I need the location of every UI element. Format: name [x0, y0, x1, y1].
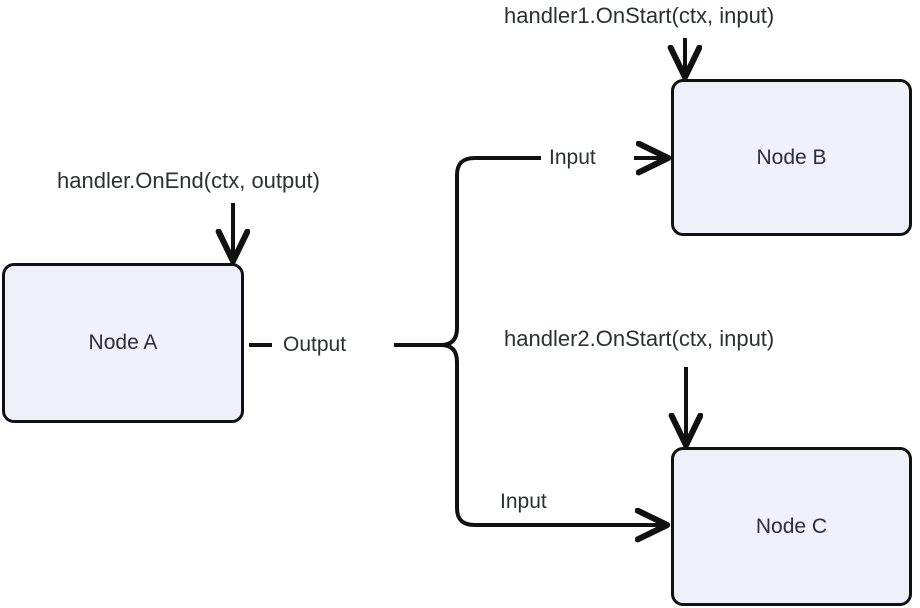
node-b[interactable]: Node B: [671, 79, 912, 236]
annotation-handler1-onstart: handler1.OnStart(ctx, input): [504, 3, 775, 28]
edge-label-input-node-c: Input: [500, 490, 547, 513]
node-a-label: Node A: [88, 331, 158, 354]
node-c-label: Node C: [755, 514, 828, 538]
node-c[interactable]: Node C: [671, 447, 912, 606]
edge-branch-down-to-node-c: [440, 343, 664, 525]
node-b-label: Node B: [756, 145, 827, 169]
annotation-handler-onend: handler.OnEnd(ctx, output): [57, 168, 320, 193]
edge-label-output: Output: [283, 333, 347, 356]
node-a[interactable]: Node A: [2, 263, 244, 423]
edge-label-input-node-b: Input: [549, 146, 596, 169]
edge-branch-up-to-node-b: [440, 156, 541, 347]
annotation-handler2-onstart: handler2.OnStart(ctx, input): [504, 326, 775, 351]
